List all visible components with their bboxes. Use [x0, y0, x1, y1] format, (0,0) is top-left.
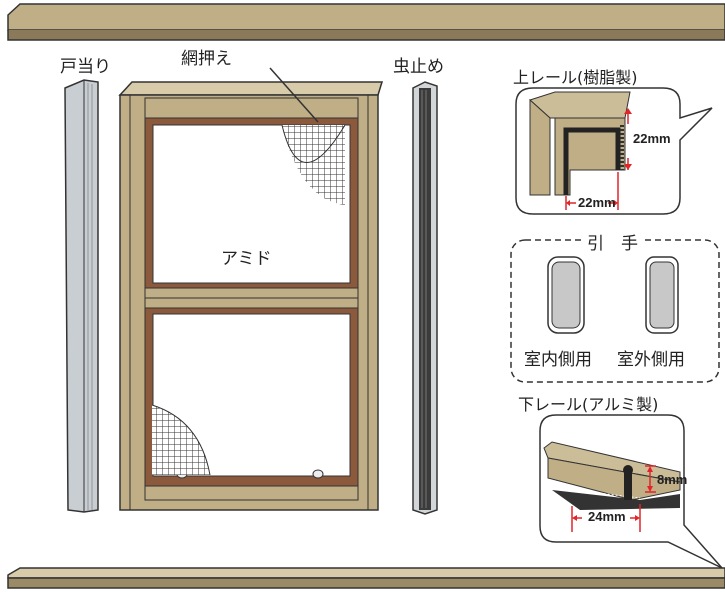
upper-rail-height-dim: 22mm — [633, 131, 671, 146]
handle-callout — [510, 239, 720, 383]
door-stop-label: 戸当り — [60, 57, 111, 77]
screen-window-frame — [118, 81, 384, 511]
upper-rail-callout — [515, 87, 713, 215]
handle-title: 引 手 — [581, 229, 644, 254]
lower-rail-callout — [539, 414, 723, 569]
top-rail — [7, 3, 725, 41]
net-holder-label: 網押え — [181, 49, 232, 69]
upper-rail-width-dim: 22mm — [578, 195, 616, 210]
lower-rail-width-dim: 24mm — [588, 509, 626, 524]
insect-stop-strip — [412, 81, 438, 515]
bottom-rail — [7, 567, 725, 589]
lower-rail-height-dim: 8mm — [657, 472, 688, 487]
handle-outdoor-label: 室外側用 — [617, 350, 685, 370]
upper-rail-label: 上レール(樹脂製) — [513, 68, 638, 87]
net-holder-leader — [269, 67, 319, 123]
insect-stop-label: 虫止め — [393, 57, 444, 77]
handle-indoor-label: 室内側用 — [524, 350, 592, 370]
door-stop-strip — [64, 79, 99, 513]
lower-rail-label: 下レール(アルミ製) — [518, 395, 659, 414]
net-label: アミド — [221, 249, 272, 269]
